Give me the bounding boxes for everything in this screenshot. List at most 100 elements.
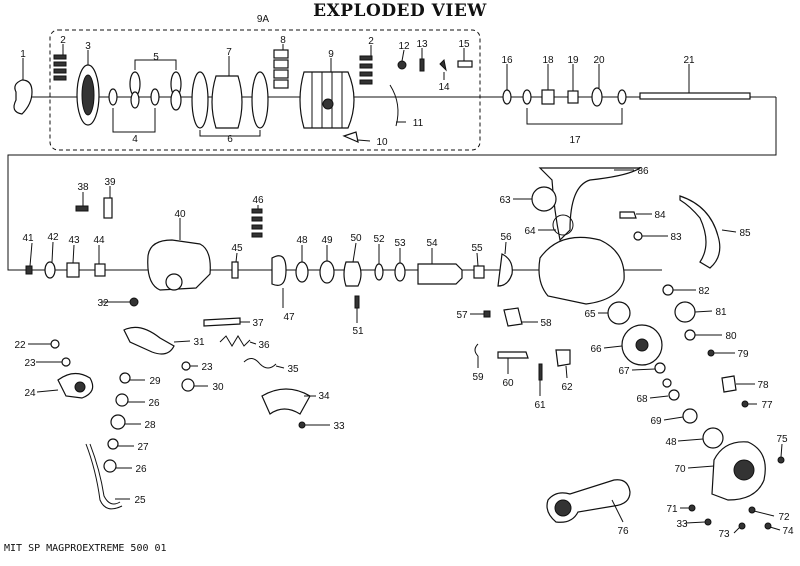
callout-54: 54 <box>426 238 438 249</box>
callout-14: 14 <box>438 82 450 93</box>
callout-74: 74 <box>782 526 794 537</box>
callout-59: 59 <box>472 372 484 383</box>
callout-24: 24 <box>24 388 36 399</box>
part-27 <box>107 438 119 450</box>
callout-57: 57 <box>456 310 468 321</box>
part-spool-7 <box>211 75 243 129</box>
part-39 <box>103 197 113 219</box>
callout-2b: 2 <box>368 36 374 47</box>
part-19 <box>567 90 579 104</box>
callout-52: 52 <box>373 234 385 245</box>
part-spring-11 <box>389 84 399 127</box>
callout-26: 26 <box>148 398 160 409</box>
callout-86: 86 <box>637 166 649 177</box>
callout-5: 5 <box>153 52 159 63</box>
callout-76: 76 <box>617 526 629 537</box>
part-washer-17b <box>617 89 627 105</box>
callout-8: 8 <box>280 35 286 46</box>
callout-42: 42 <box>47 232 59 243</box>
callout-48b: 48 <box>665 437 677 448</box>
part-50 <box>343 261 362 287</box>
bracket-4 <box>112 108 156 133</box>
part-screws-46 <box>251 208 263 238</box>
callout-35: 35 <box>287 364 299 375</box>
part-56 <box>497 253 513 287</box>
callout-78: 78 <box>757 380 769 391</box>
part-ring-6b <box>251 71 269 129</box>
part-72 <box>748 506 756 514</box>
part-bail-wire-25 <box>85 443 123 510</box>
callout-labels: 1 2 2 3 4 5 6 7 8 9 9A 10 11 12 13 14 15… <box>14 14 794 540</box>
callout-7: 7 <box>226 47 232 58</box>
callout-55: 55 <box>471 243 483 254</box>
part-73 <box>738 522 746 530</box>
callout-46: 46 <box>252 195 264 206</box>
callout-75: 75 <box>776 434 788 445</box>
callout-68: 68 <box>636 394 648 405</box>
callout-84: 84 <box>654 210 666 221</box>
part-53 <box>394 262 406 282</box>
part-43 <box>66 262 80 278</box>
part-55 <box>473 265 485 279</box>
callout-33: 33 <box>333 421 345 432</box>
callout-13: 13 <box>416 39 428 50</box>
part-48b <box>702 427 724 449</box>
callout-23: 23 <box>24 358 36 369</box>
part-49 <box>319 260 335 284</box>
part-23a <box>61 357 71 367</box>
part-22 <box>50 339 60 349</box>
part-bail-support-31 <box>123 326 175 355</box>
callout-62: 62 <box>561 382 573 393</box>
callout-47: 47 <box>283 312 295 323</box>
callout-70: 70 <box>674 464 686 475</box>
callout-50: 50 <box>350 233 362 244</box>
callout-71: 71 <box>666 504 678 515</box>
callout-45: 45 <box>231 243 243 254</box>
part-26a <box>115 393 129 407</box>
part-57 <box>483 310 491 318</box>
part-77 <box>741 400 749 408</box>
callout-25: 25 <box>134 495 146 506</box>
leader-lines <box>22 44 783 534</box>
part-15 <box>457 60 473 68</box>
part-65 <box>607 301 631 325</box>
callout-51: 51 <box>352 326 364 337</box>
part-washer-20 <box>591 87 603 107</box>
part-48 <box>295 261 309 283</box>
part-main-shaft-21 <box>639 92 751 100</box>
part-64 <box>552 214 574 236</box>
part-bearing-18 <box>541 89 555 105</box>
bracket-5 <box>134 59 177 70</box>
callout-38: 38 <box>77 182 89 193</box>
part-13 <box>419 58 425 72</box>
part-59 <box>474 343 479 357</box>
part-47 <box>271 255 287 286</box>
callout-73: 73 <box>718 529 730 540</box>
callout-18: 18 <box>542 55 554 66</box>
callout-61: 61 <box>534 400 546 411</box>
callout-30: 30 <box>212 382 224 393</box>
callout-33b: 33 <box>676 519 688 530</box>
callout-44: 44 <box>93 235 105 246</box>
callout-48: 48 <box>296 235 308 246</box>
callout-34: 34 <box>318 391 330 402</box>
callout-63: 63 <box>499 195 511 206</box>
callout-26b: 26 <box>135 464 147 475</box>
part-38 <box>75 205 89 212</box>
part-28 <box>110 414 126 430</box>
part-80 <box>684 329 696 341</box>
part-rotor-85 <box>679 195 721 269</box>
part-30 <box>181 378 195 392</box>
part-14 <box>439 58 447 72</box>
callout-27: 27 <box>137 442 149 453</box>
part-42 <box>44 261 56 279</box>
subassembly-9a-box <box>49 29 481 151</box>
part-26b <box>103 459 117 473</box>
callout-62b: 82 <box>698 286 710 297</box>
model-footer: MIT SP MAGPROEXTREME 500 01 <box>4 543 167 554</box>
part-51 <box>354 295 360 309</box>
part-41 <box>25 265 33 275</box>
callout-64: 64 <box>524 226 536 237</box>
part-34 <box>261 388 311 415</box>
